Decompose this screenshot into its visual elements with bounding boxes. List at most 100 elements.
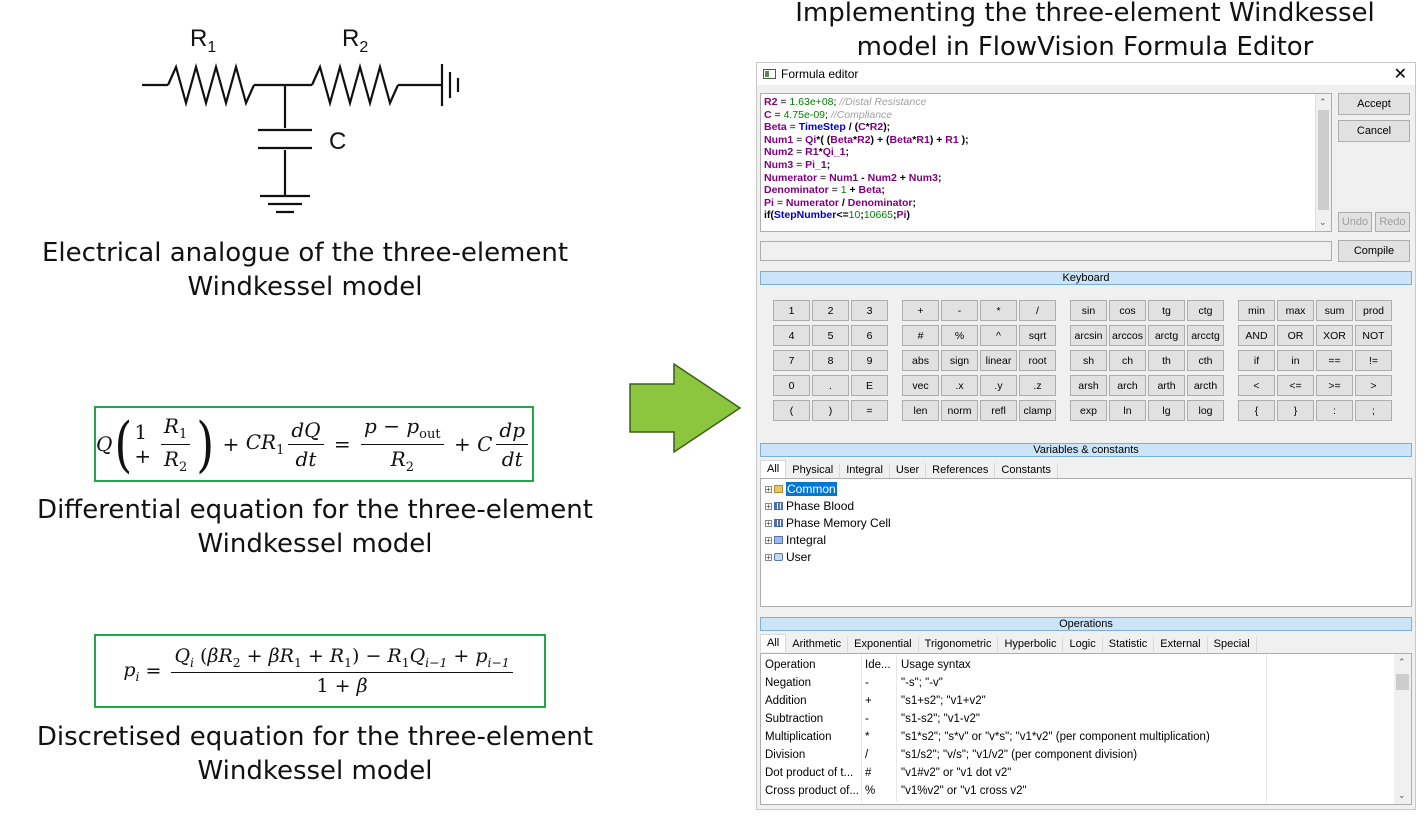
var-tab-constants[interactable]: Constants — [995, 463, 1058, 478]
table-row[interactable]: Subtraction-"s1-s2"; "v1-v2" — [765, 713, 980, 725]
key-button[interactable]: ^ — [980, 325, 1017, 346]
key-button[interactable]: == — [1316, 350, 1353, 371]
key-button[interactable]: = — [851, 400, 888, 421]
key-button[interactable]: { — [1238, 400, 1275, 421]
var-tab-integral[interactable]: Integral — [840, 463, 890, 478]
key-button[interactable]: cos — [1109, 300, 1146, 321]
key-button[interactable]: / — [1019, 300, 1056, 321]
key-button[interactable]: sqrt — [1019, 325, 1056, 346]
key-button[interactable]: tg — [1148, 300, 1185, 321]
key-button[interactable]: ) — [812, 400, 849, 421]
undo-button[interactable]: Undo — [1338, 212, 1372, 232]
key-button[interactable]: abs — [902, 350, 939, 371]
table-row[interactable]: Dot product of t...#"v1#v2" or "v1 dot v… — [765, 767, 1012, 779]
key-button[interactable]: lg — [1148, 400, 1185, 421]
key-button[interactable]: ( — [773, 400, 810, 421]
key-button[interactable]: th — [1148, 350, 1185, 371]
key-button[interactable]: >= — [1316, 375, 1353, 396]
key-button[interactable]: . — [812, 375, 849, 396]
key-button[interactable]: XOR — [1316, 325, 1353, 346]
key-button[interactable]: .z — [1019, 375, 1056, 396]
cancel-button[interactable]: Cancel — [1338, 120, 1410, 142]
table-row[interactable]: Addition+"s1+s2"; "v1+v2" — [765, 695, 986, 707]
table-row[interactable]: Multiplication*"s1*s2"; "s*v" or "v*s"; … — [765, 731, 1210, 743]
op-tab-arithmetic[interactable]: Arithmetic — [786, 637, 849, 652]
var-tab-all[interactable]: All — [760, 460, 787, 478]
tree-item-phase-memory-cell[interactable]: +Phase Memory Cell — [765, 516, 891, 530]
key-button[interactable]: min — [1238, 300, 1275, 321]
var-tab-references[interactable]: References — [926, 463, 996, 478]
key-button[interactable]: arth — [1148, 375, 1185, 396]
accept-button[interactable]: Accept — [1338, 93, 1410, 115]
key-button[interactable]: 6 — [851, 325, 888, 346]
key-button[interactable]: .x — [941, 375, 978, 396]
op-tab-trigonometric[interactable]: Trigonometric — [918, 637, 999, 652]
tree-item-user[interactable]: +User — [765, 550, 812, 564]
key-button[interactable]: arcctg — [1187, 325, 1224, 346]
op-tab-all[interactable]: All — [760, 634, 787, 652]
op-tab-special[interactable]: Special — [1207, 637, 1257, 652]
key-button[interactable]: arsh — [1070, 375, 1107, 396]
key-button[interactable]: E — [851, 375, 888, 396]
key-button[interactable]: arcsin — [1070, 325, 1107, 346]
key-button[interactable]: norm — [941, 400, 978, 421]
key-button[interactable]: % — [941, 325, 978, 346]
op-tab-hyperbolic[interactable]: Hyperbolic — [998, 637, 1064, 652]
key-button[interactable]: prod — [1355, 300, 1392, 321]
key-button[interactable]: 9 — [851, 350, 888, 371]
key-button[interactable]: cth — [1187, 350, 1224, 371]
expand-icon[interactable]: + — [765, 535, 772, 545]
expand-icon[interactable]: + — [765, 501, 772, 511]
key-button[interactable]: ch — [1109, 350, 1146, 371]
key-button[interactable]: if — [1238, 350, 1275, 371]
redo-button[interactable]: Redo — [1375, 212, 1410, 232]
op-tab-external[interactable]: External — [1154, 637, 1208, 652]
key-button[interactable]: : — [1316, 400, 1353, 421]
key-button[interactable]: exp — [1070, 400, 1107, 421]
op-tab-statistic[interactable]: Statistic — [1102, 637, 1155, 652]
key-button[interactable]: AND — [1238, 325, 1275, 346]
key-button[interactable]: sum — [1316, 300, 1353, 321]
expand-icon[interactable]: + — [765, 518, 772, 528]
scroll-down-icon[interactable]: ⌄ — [1319, 217, 1327, 228]
expand-icon[interactable]: + — [765, 552, 772, 562]
key-button[interactable]: in — [1277, 350, 1314, 371]
key-button[interactable]: + — [902, 300, 939, 321]
key-button[interactable]: arch — [1109, 375, 1146, 396]
close-icon[interactable]: ✕ — [1393, 66, 1407, 83]
key-button[interactable]: 2 — [812, 300, 849, 321]
key-button[interactable]: log — [1187, 400, 1224, 421]
key-button[interactable]: sign — [941, 350, 978, 371]
editor-scrollbar[interactable]: ⌃ ⌄ — [1315, 94, 1331, 231]
key-button[interactable]: ; — [1355, 400, 1392, 421]
key-button[interactable]: linear — [980, 350, 1017, 371]
key-button[interactable]: != — [1355, 350, 1392, 371]
key-button[interactable]: 3 — [851, 300, 888, 321]
op-tab-exponential[interactable]: Exponential — [848, 637, 919, 652]
key-button[interactable]: sin — [1070, 300, 1107, 321]
tree-item-phase-blood[interactable]: +Phase Blood — [765, 499, 855, 513]
op-tab-logic[interactable]: Logic — [1063, 637, 1103, 652]
key-button[interactable]: 8 — [812, 350, 849, 371]
key-button[interactable]: clamp — [1019, 400, 1056, 421]
key-button[interactable]: <= — [1277, 375, 1314, 396]
key-button[interactable]: - — [941, 300, 978, 321]
key-button[interactable]: > — [1355, 375, 1392, 396]
key-button[interactable]: } — [1277, 400, 1314, 421]
tree-item-integral[interactable]: +Integral — [765, 533, 827, 547]
key-button[interactable]: arcth — [1187, 375, 1224, 396]
formula-text-editor[interactable]: R2 = 1.63e+08; //Distal Resistance C = 4… — [760, 93, 1332, 232]
table-row[interactable]: Negation-"-s"; "-v" — [765, 677, 943, 689]
key-button[interactable]: max — [1277, 300, 1314, 321]
expand-icon[interactable]: + — [765, 484, 772, 494]
table-row[interactable]: Cross product of...%"v1%v2" or "v1 cross… — [765, 785, 1027, 797]
tree-item-common[interactable]: +Common — [765, 482, 837, 496]
key-button[interactable]: ln — [1109, 400, 1146, 421]
operations-scroll-thumb[interactable] — [1396, 674, 1409, 690]
key-button[interactable]: .y — [980, 375, 1017, 396]
key-button[interactable]: * — [980, 300, 1017, 321]
scroll-up-icon[interactable]: ⌃ — [1398, 657, 1406, 667]
operations-scrollbar[interactable]: ⌃ ⌄ — [1394, 654, 1411, 804]
key-button[interactable]: 0 — [773, 375, 810, 396]
key-button[interactable]: OR — [1277, 325, 1314, 346]
